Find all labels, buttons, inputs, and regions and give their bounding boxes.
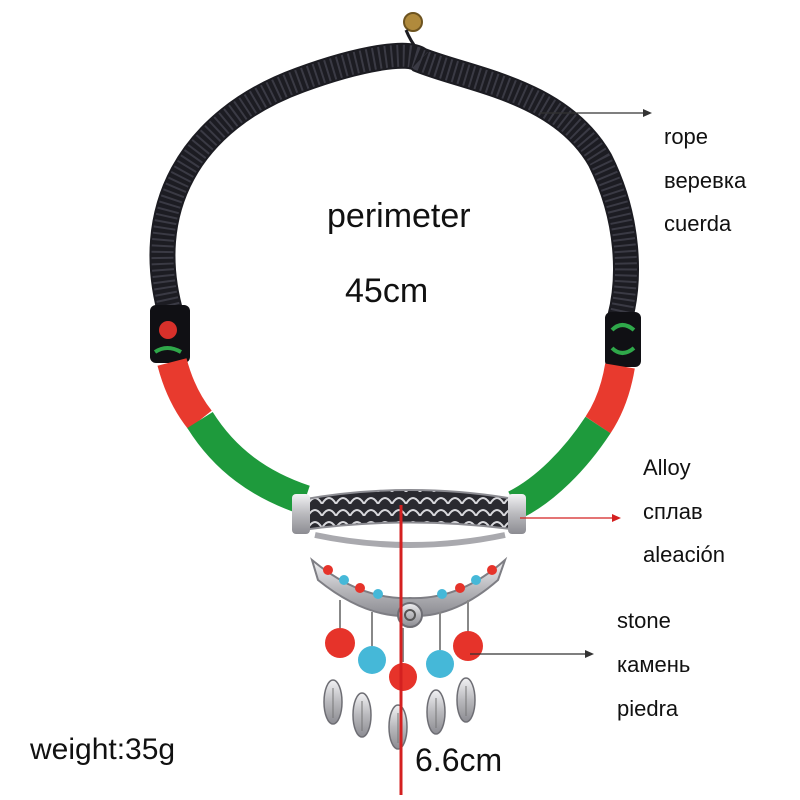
rope-green-wrap bbox=[187, 411, 310, 515]
stone-label-en: stone bbox=[617, 608, 671, 633]
rope-green-wrap-right bbox=[507, 416, 611, 519]
alloy-label-es: aleación bbox=[643, 542, 725, 567]
rope-label-ru: веревка bbox=[664, 168, 747, 193]
embroidered-band-right bbox=[605, 312, 641, 367]
dangles bbox=[323, 600, 483, 750]
perimeter-title: perimeter bbox=[327, 197, 471, 235]
rope-label-es: cuerda bbox=[664, 211, 732, 236]
pendant-length-label: 6.6cm bbox=[415, 742, 503, 778]
alloy-tube bbox=[292, 489, 526, 548]
stone-label-ru: камень bbox=[617, 652, 691, 677]
embroidered-band-left bbox=[150, 305, 190, 363]
alloy-label-en: Alloy bbox=[643, 455, 691, 480]
perimeter-value: 45cm bbox=[345, 272, 429, 310]
callout-arrows bbox=[470, 109, 652, 658]
rope-red-wrap bbox=[157, 357, 212, 430]
weight-label: weight:35g bbox=[30, 733, 176, 766]
rope-label-en: rope bbox=[664, 124, 709, 149]
rope-black-texture bbox=[151, 44, 637, 322]
rope-red-wrap-right bbox=[585, 363, 635, 434]
stone-label-es: piedra bbox=[617, 696, 679, 721]
crescent-bar bbox=[310, 556, 508, 628]
alloy-label-ru: сплав bbox=[643, 499, 703, 524]
